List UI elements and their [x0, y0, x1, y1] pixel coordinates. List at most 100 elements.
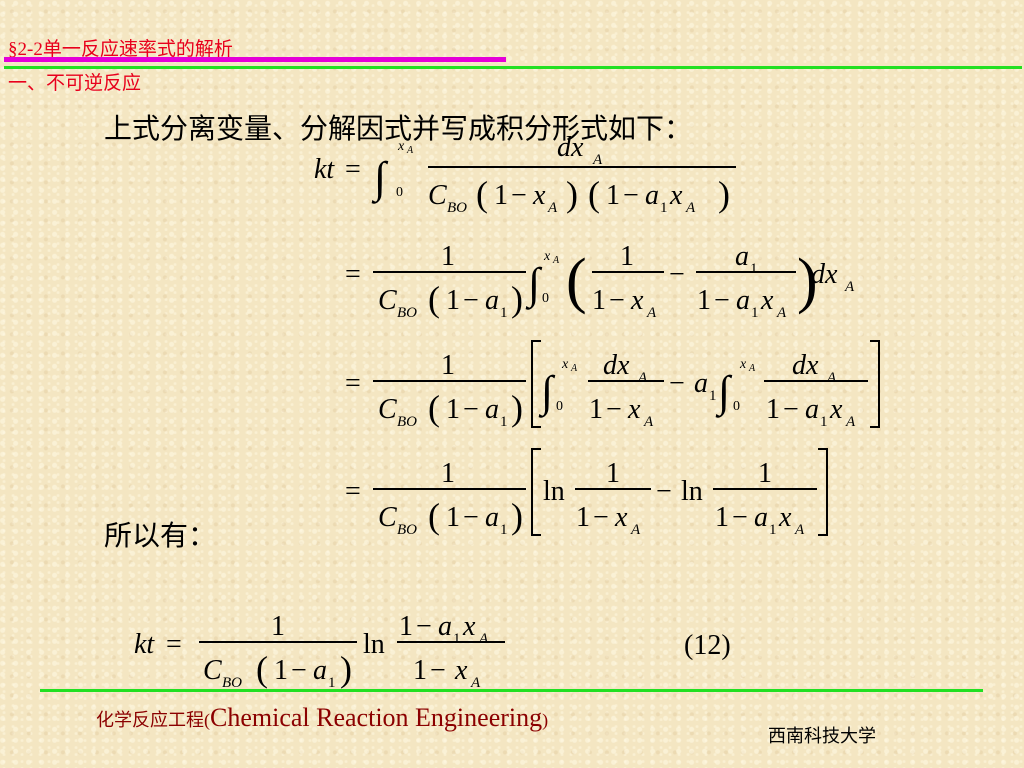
svg-text:): ) [718, 174, 730, 214]
svg-text:x: x [669, 180, 683, 211]
header-divider-green [4, 66, 1022, 69]
svg-text:x: x [543, 249, 551, 264]
svg-text:1: 1 [620, 241, 634, 272]
svg-text:1: 1 [709, 388, 717, 404]
svg-text:−: − [669, 368, 685, 399]
svg-text:−: − [609, 285, 625, 316]
svg-text:1: 1 [328, 675, 336, 691]
svg-text:−: − [291, 655, 307, 686]
svg-text:(: ( [476, 174, 488, 214]
svg-text:1: 1 [500, 522, 508, 538]
svg-text:): ) [566, 174, 578, 214]
svg-text:kt: kt [314, 154, 335, 185]
svg-text:A: A [478, 631, 489, 647]
svg-text:ln: ln [543, 476, 565, 507]
svg-text:1: 1 [446, 285, 460, 316]
svg-text:(: ( [428, 496, 440, 536]
svg-text:1: 1 [660, 200, 668, 216]
footer-course-en: Chemical Reaction Engineering [210, 703, 543, 732]
footer-course-zh: 化学反应工程( [96, 710, 210, 730]
svg-text:1: 1 [820, 414, 828, 430]
footer-course-close: ) [542, 710, 549, 730]
equation-line-3: = 1 C BO ( 1 − a 1 ) ∫ 0 x A dx A 1 − x … [345, 340, 880, 430]
svg-text:−: − [511, 180, 527, 211]
svg-text:1: 1 [758, 458, 772, 489]
svg-text:1: 1 [576, 502, 590, 533]
svg-text:1: 1 [399, 611, 413, 642]
svg-text:1: 1 [453, 631, 461, 647]
svg-text:1: 1 [441, 350, 455, 381]
footer-divider-green [40, 689, 983, 692]
result-equation: kt = 1 C BO ( 1 − a 1 ) ln 1 − a 1 x A 1… [134, 611, 505, 691]
footer-university: 西南科技大学 [768, 726, 876, 746]
svg-text:A: A [592, 152, 603, 168]
svg-text:∫: ∫ [371, 153, 389, 204]
svg-text:BO: BO [397, 522, 417, 538]
svg-text:a: a [736, 285, 750, 316]
svg-text:a: a [694, 368, 708, 399]
svg-text:−: − [783, 394, 799, 425]
svg-text:dx: dx [603, 350, 630, 381]
svg-text:0: 0 [396, 185, 403, 200]
svg-text:A: A [637, 370, 648, 386]
svg-text:0: 0 [733, 399, 740, 414]
svg-text:C: C [428, 180, 447, 211]
svg-text:x: x [630, 285, 644, 316]
svg-text:ln: ln [363, 629, 385, 660]
svg-text:a: a [485, 394, 499, 425]
svg-text:A: A [776, 305, 787, 321]
equation-number: (12) [684, 630, 731, 661]
svg-text:A: A [844, 279, 855, 295]
svg-text:1: 1 [715, 502, 729, 533]
conclusion-sentence: 所以有： [104, 521, 217, 552]
svg-text:1: 1 [441, 458, 455, 489]
svg-text:−: − [606, 394, 622, 425]
svg-text:): ) [340, 649, 352, 689]
svg-text:1: 1 [592, 285, 606, 316]
svg-text:BO: BO [447, 200, 467, 216]
svg-text:x: x [561, 357, 569, 372]
svg-text:a: a [485, 502, 499, 533]
equation-line-2: = 1 C BO ( 1 − a 1 ) ∫ 0 x A ( 1 1 − x A… [345, 241, 855, 321]
svg-text:a: a [313, 655, 327, 686]
svg-text:x: x [829, 394, 843, 425]
equation-line-1: kt = ∫ 0 x A dx A C BO ( 1 − x A ) ( 1 −… [314, 132, 736, 216]
svg-text:−: − [732, 502, 748, 533]
svg-text:x: x [532, 180, 546, 211]
derivation-equations: kt = ∫ 0 x A dx A C BO ( 1 − x A ) ( 1 −… [134, 132, 880, 691]
svg-text:A: A [630, 522, 641, 538]
svg-text:(: ( [428, 388, 440, 428]
slide-section-title: §2-2单一反应速率式的解析 [8, 39, 233, 60]
svg-text:A: A [552, 255, 560, 266]
svg-text:1: 1 [697, 285, 711, 316]
svg-text:(: ( [256, 649, 268, 689]
svg-text:−: − [430, 655, 446, 686]
svg-text:x: x [739, 357, 747, 372]
svg-text:A: A [845, 414, 856, 430]
svg-text:kt: kt [134, 629, 155, 660]
svg-text:A: A [643, 414, 654, 430]
svg-text:(: ( [566, 247, 587, 315]
svg-text:1: 1 [274, 655, 288, 686]
svg-text:x: x [397, 139, 405, 154]
svg-text:BO: BO [222, 675, 242, 691]
svg-text:−: − [623, 180, 639, 211]
svg-text:a: a [805, 394, 819, 425]
svg-text:C: C [378, 394, 397, 425]
svg-text:A: A [748, 363, 756, 374]
svg-text:C: C [203, 655, 222, 686]
svg-text:0: 0 [542, 291, 549, 306]
svg-text:(: ( [588, 174, 600, 214]
svg-text:=: = [345, 259, 361, 290]
svg-text:0: 0 [556, 399, 563, 414]
svg-text:=: = [345, 368, 361, 399]
svg-text:1: 1 [494, 180, 508, 211]
svg-text:1: 1 [271, 611, 285, 642]
svg-text:x: x [760, 285, 774, 316]
svg-text:ln: ln [681, 476, 703, 507]
svg-text:A: A [570, 363, 578, 374]
footer-course-title: 化学反应工程(Chemical Reaction Engineering) [96, 703, 548, 733]
svg-text:C: C [378, 502, 397, 533]
svg-text:A: A [646, 305, 657, 321]
svg-text:a: a [754, 502, 768, 533]
